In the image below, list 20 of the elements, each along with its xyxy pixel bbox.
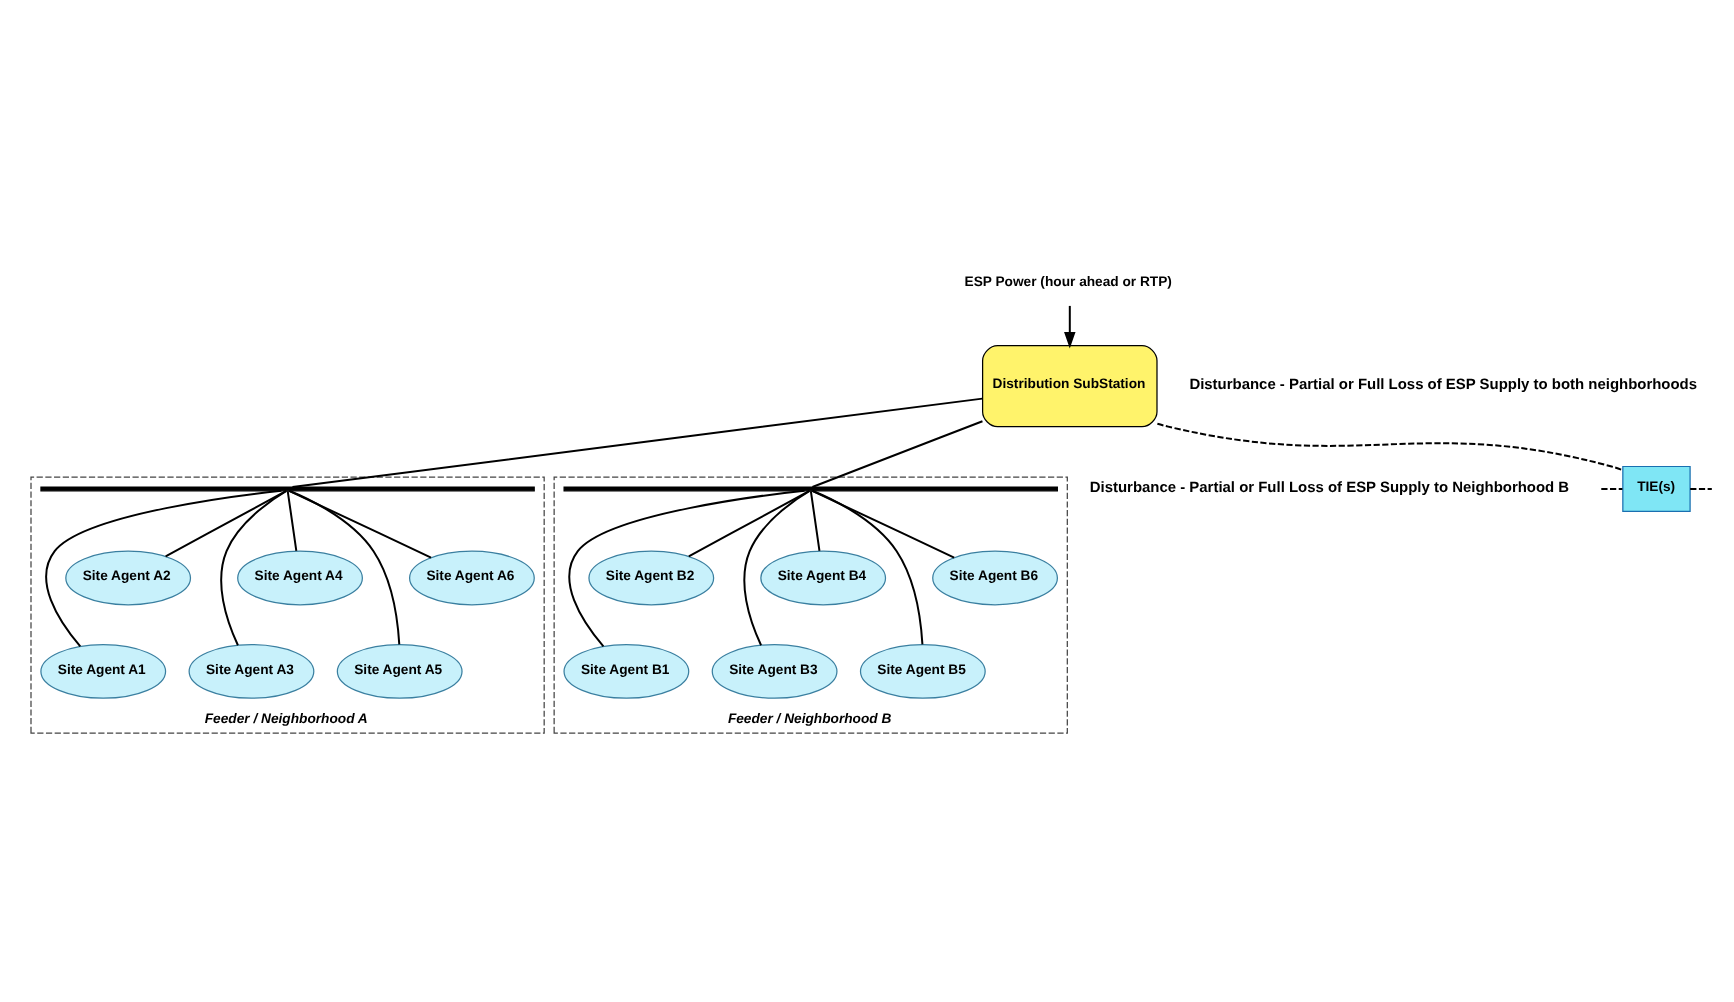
arrow bbox=[1064, 303, 1076, 348]
connector bbox=[1156, 421, 1624, 471]
connector bbox=[164, 489, 287, 557]
node-bar bbox=[563, 485, 1058, 491]
node-bar bbox=[40, 485, 535, 491]
connector bbox=[811, 488, 924, 645]
connector bbox=[811, 488, 956, 558]
connector bbox=[568, 488, 806, 647]
connector bbox=[687, 489, 810, 557]
connector bbox=[809, 489, 821, 551]
connector bbox=[811, 419, 984, 487]
connector bbox=[220, 488, 288, 646]
connector bbox=[45, 488, 283, 647]
connector bbox=[743, 488, 811, 646]
connector bbox=[288, 488, 433, 558]
connector bbox=[288, 488, 401, 645]
connector bbox=[1600, 486, 1624, 489]
connector bbox=[286, 489, 298, 551]
connector bbox=[1689, 486, 1713, 489]
connector bbox=[291, 396, 984, 488]
